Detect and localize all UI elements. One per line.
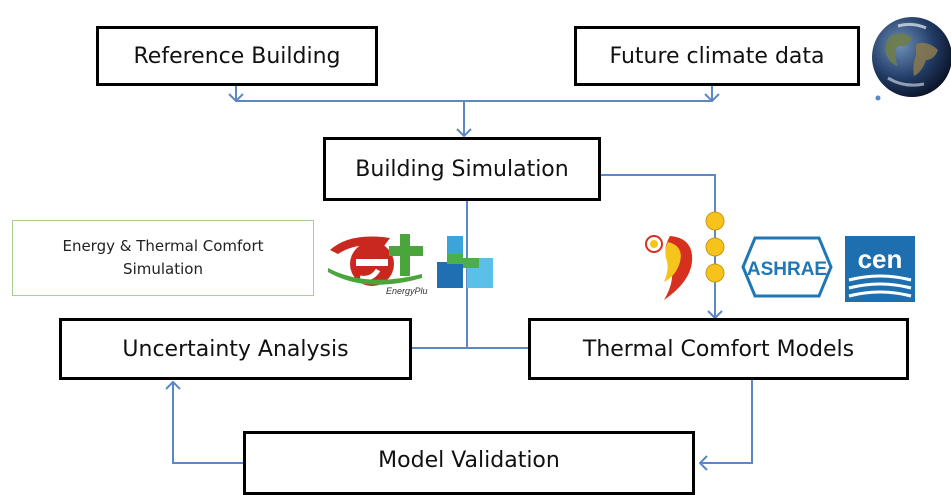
model-validation-label: Model Validation xyxy=(378,448,560,473)
cen-text: cen xyxy=(858,244,903,274)
connector-comfort-to-validation xyxy=(700,380,753,464)
model-validation-box: Model Validation xyxy=(243,431,695,495)
energyplus-text: EnergyPlus xyxy=(386,286,428,296)
arrowhead-validation xyxy=(698,455,708,471)
reference-building-box: Reference Building xyxy=(96,26,378,86)
connector-validation-to-uncertainty xyxy=(172,382,245,464)
energy-thermal-note: Energy & Thermal Comfort Simulation xyxy=(12,220,314,296)
cen-logo: cen xyxy=(845,236,915,302)
globe-icon xyxy=(872,17,951,101)
reference-building-label: Reference Building xyxy=(133,43,341,69)
uncertainty-analysis-label: Uncertainty Analysis xyxy=(122,336,349,362)
future-climate-box: Future climate data xyxy=(574,26,860,86)
ashrae-logo: ASHRAE xyxy=(741,236,833,298)
future-climate-label: Future climate data xyxy=(609,43,825,69)
building-simulation-label: Building Simulation xyxy=(355,156,569,182)
node-circle-1 xyxy=(705,211,725,231)
node-circle-2 xyxy=(705,237,725,257)
ashrae-text: ASHRAE xyxy=(747,259,827,280)
thermal-comfort-label: Thermal Comfort Models xyxy=(582,336,855,362)
thermal-comfort-box: Thermal Comfort Models xyxy=(528,318,909,380)
arrowhead-building-sim xyxy=(456,128,472,138)
energyplus-logo: EnergyPlus xyxy=(328,234,428,296)
building-simulation-box: Building Simulation xyxy=(323,137,601,201)
node-circle-3 xyxy=(705,263,725,283)
note-line-1: Energy & Thermal Comfort xyxy=(62,237,264,255)
arrowhead-uncertainty xyxy=(165,380,181,390)
climate-pointer-logo xyxy=(645,235,693,300)
note-line-2: Simulation xyxy=(123,260,203,278)
openstudio-logo xyxy=(437,236,493,288)
uncertainty-analysis-box: Uncertainty Analysis xyxy=(59,318,412,380)
